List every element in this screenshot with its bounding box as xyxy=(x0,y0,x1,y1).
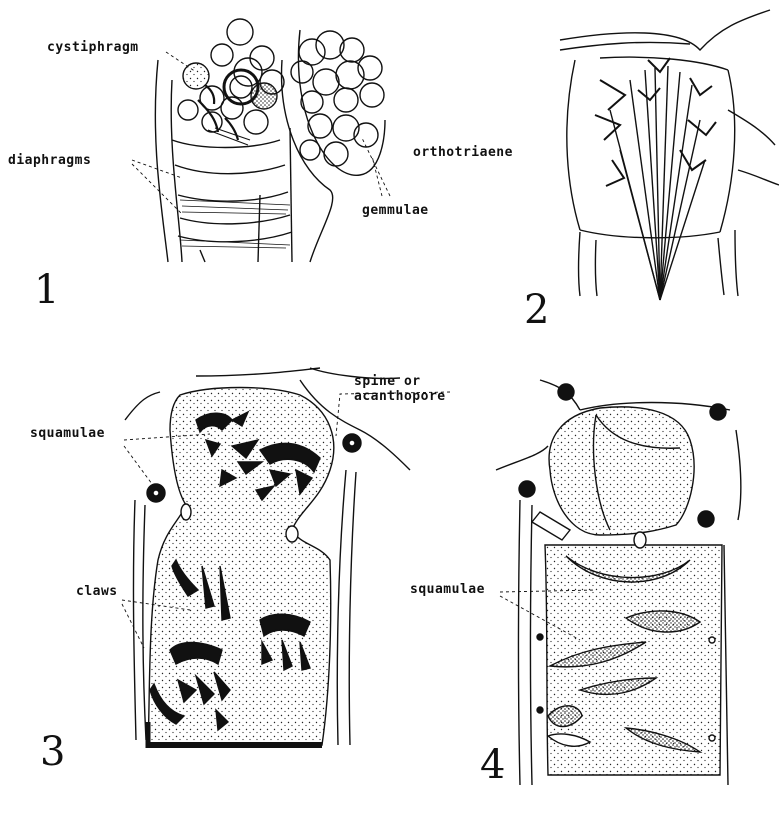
panel-2-drawing xyxy=(560,10,779,300)
panel-1-drawing xyxy=(155,19,385,262)
panel-3-drawing xyxy=(125,368,410,748)
label-acanthopore: acanthopore xyxy=(354,390,446,404)
label-diaphragms: diaphragms xyxy=(8,154,91,168)
label-squamulae-panel3: squamulae xyxy=(30,427,105,441)
panel-number-4: 4 xyxy=(480,745,505,785)
panel-number-3: 3 xyxy=(40,732,65,772)
panel-4-drawing xyxy=(496,380,741,785)
label-claws: claws xyxy=(76,585,118,599)
label-orthotriaene: orthotriaene xyxy=(413,146,513,160)
label-squamulae-panel4: squamulae xyxy=(410,583,485,597)
label-cystiphragm: cystiphragm xyxy=(47,41,139,55)
panel-number-1: 1 xyxy=(34,270,59,310)
label-gemmulae: gemmulae xyxy=(362,204,429,218)
left-zooecium-wall xyxy=(155,60,168,262)
panel-number-2: 2 xyxy=(524,290,549,330)
label-spine-line1: spine or xyxy=(354,375,421,389)
